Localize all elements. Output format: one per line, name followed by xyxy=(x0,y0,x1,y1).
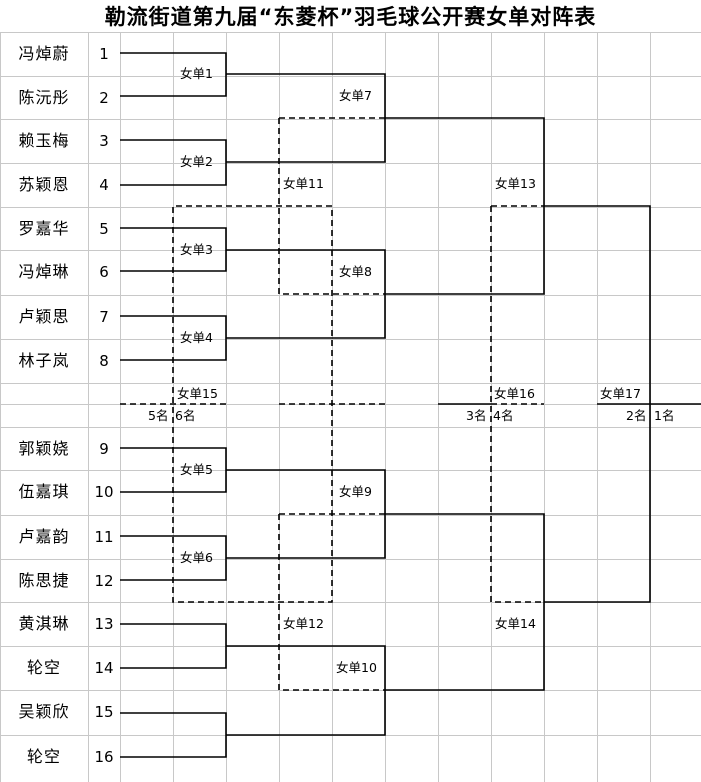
player-seed: 13 xyxy=(94,615,114,633)
match-label: 女单5 xyxy=(180,462,213,477)
player-seed: 3 xyxy=(99,132,109,150)
bracket-dashed-line xyxy=(172,205,333,603)
page-title: 勒流街道第九届“东菱杯”羽毛球公开赛女单对阵表 xyxy=(0,0,701,32)
bracket-line xyxy=(120,712,227,758)
placement-label: 3名 xyxy=(466,408,487,423)
match-label: 女单14 xyxy=(495,616,536,631)
player-name: 轮空 xyxy=(26,658,61,677)
match-label: 女单9 xyxy=(339,484,372,499)
player-seed: 8 xyxy=(99,352,109,370)
player-seed: 15 xyxy=(94,703,114,721)
match-label: 女单7 xyxy=(339,88,372,103)
player-seed: 9 xyxy=(99,440,109,458)
match-label: 女单10 xyxy=(336,660,377,675)
player-name: 罗嘉华 xyxy=(18,219,70,238)
match-label: 女单12 xyxy=(283,616,324,631)
player-name: 赖玉梅 xyxy=(18,131,70,150)
player-seed: 10 xyxy=(94,483,114,501)
player-name: 吴颖欣 xyxy=(18,702,70,721)
player-seed: 4 xyxy=(99,176,109,194)
player-seed: 6 xyxy=(99,263,109,281)
placement-label: 4名 xyxy=(493,408,514,423)
player-name: 卢颖思 xyxy=(18,307,70,326)
player-seed: 5 xyxy=(99,220,109,238)
placement-label: 2名 xyxy=(626,408,647,423)
bracket-dashed-line xyxy=(490,206,544,603)
match-label: 女单6 xyxy=(180,550,213,565)
bracket-dashed-line xyxy=(278,118,385,295)
player-seed: 1 xyxy=(99,45,109,63)
player-name: 伍嘉琪 xyxy=(18,482,70,501)
match-label: 女单1 xyxy=(180,66,213,81)
player-name: 苏颖恩 xyxy=(18,175,70,194)
placement-label: 1名 xyxy=(654,408,675,423)
player-name: 陈沅彤 xyxy=(18,88,70,107)
bracket-dashed-line xyxy=(278,514,385,691)
player-name: 郭颖娆 xyxy=(18,439,70,458)
player-seed: 7 xyxy=(99,308,109,326)
match-label: 女单4 xyxy=(180,330,213,345)
player-name: 卢嘉韵 xyxy=(18,527,70,546)
match-label: 女单11 xyxy=(283,176,324,191)
player-seed: 11 xyxy=(94,528,114,546)
player-name: 冯焯蔚 xyxy=(18,44,70,63)
match-label: 女单13 xyxy=(495,176,536,191)
player-seed: 12 xyxy=(94,572,114,590)
match-label: 女单15 xyxy=(177,386,218,401)
match-label: 女单16 xyxy=(494,386,535,401)
player-seed: 14 xyxy=(94,659,114,677)
match-label: 女单17 xyxy=(600,386,641,401)
player-name: 陈思捷 xyxy=(18,571,70,590)
player-seed: 16 xyxy=(94,748,114,766)
player-name: 轮空 xyxy=(26,747,61,766)
player-name: 黄淇琳 xyxy=(18,614,70,633)
player-seed: 2 xyxy=(99,89,109,107)
match-label: 女单8 xyxy=(339,264,372,279)
match-label: 女单3 xyxy=(180,242,213,257)
match-label: 女单2 xyxy=(180,154,213,169)
bracket-line xyxy=(385,117,545,295)
placement-label: 6名 xyxy=(175,408,196,423)
player-name: 林子岚 xyxy=(18,351,70,370)
player-name: 冯焯琳 xyxy=(18,262,70,281)
placement-label: 5名 xyxy=(148,408,169,423)
bracket-line xyxy=(120,623,227,669)
